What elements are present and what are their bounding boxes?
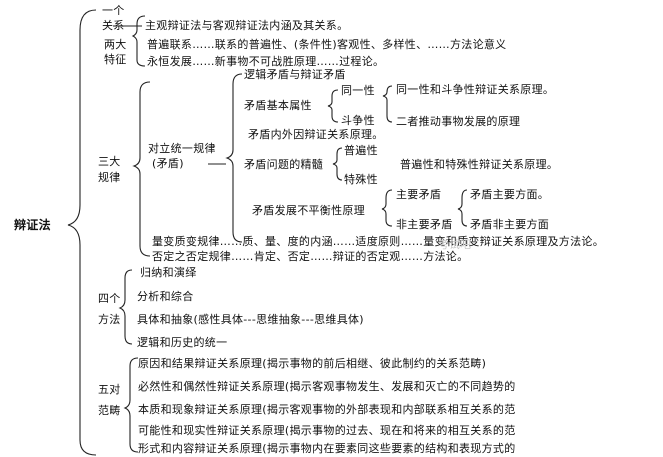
identity-brace — [382, 85, 393, 123]
main-contradiction: 主要矛盾 — [396, 188, 442, 201]
category-item: 必然性和偶然性辩证关系原理(揭示客观事物发生、发展和灭亡的不同趋势的 — [138, 380, 516, 393]
inner-outer-principle: 矛盾内外因辩证关系原理。 — [248, 128, 384, 141]
sec3-brace — [132, 81, 151, 257]
negation-law: 否定之否定规律……肯定、否定……辩证的否定观……方法论。 — [152, 250, 469, 263]
universal-special-desc: 普遍性和特殊性辩证关系原理。 — [400, 158, 559, 171]
uneven-brace — [381, 189, 393, 227]
sec1-label-top: 一个 — [102, 4, 125, 17]
sec5-brace — [123, 357, 139, 453]
law1-title: 对立统一规律 — [148, 142, 216, 155]
special-label: 特殊性 — [344, 173, 378, 186]
sec1-label-bottom: 关系 — [102, 19, 125, 32]
category-item: 原因和结果辩证关系原理(揭示事物的前后相继、彼此制约的关系范畴) — [138, 357, 487, 370]
sec2-label-top: 两大 — [104, 38, 127, 51]
minor-aspect: 矛盾非主要方面 — [470, 218, 550, 231]
sec2-line1: 普遍联系……联系的普遍性、(条件性)客观性、多样性、……方法论意义 — [147, 38, 507, 51]
sec4-brace — [118, 269, 133, 345]
method-item: 逻辑和历史的统一 — [137, 336, 228, 349]
attr-brace — [327, 89, 339, 123]
quantity-quality-law: 量变质变规律……质、量、度的内涵……适度原则……量变和质变辩证关系原理及方法论。 — [152, 235, 604, 248]
minor-contradiction: 非主要矛盾 — [396, 218, 453, 231]
law1-brace — [225, 73, 243, 243]
law1-subtitle: (矛盾) — [152, 157, 184, 170]
category-item: 形式和内容辩证关系原理(揭示事物内在要素同这些要素的结构和表现方式的 — [138, 442, 516, 455]
method-item: 归纳和演绎 — [140, 266, 197, 279]
logic-contradiction: 逻辑矛盾与辩证矛盾 — [244, 68, 346, 81]
sec1-text: 主观辩证法与客观辩证法内涵及其关系。 — [145, 19, 349, 32]
identity-label: 同一性 — [341, 84, 375, 97]
category-item: 可能性和现实性辩证关系原理(揭示事物的过去、现在和将来的相互关系的范 — [138, 424, 516, 437]
sec4-label-bottom: 方法 — [98, 313, 121, 326]
root-label: 辩证法 — [14, 218, 51, 232]
sec12-brace — [131, 15, 146, 67]
identity-desc: 同一性和斗争性辩证关系原理。 — [396, 83, 555, 96]
sec3-label-top: 三大 — [98, 155, 121, 168]
struggle-label: 斗争性 — [341, 114, 375, 127]
sec5-label-top: 五对 — [98, 383, 121, 396]
sec2-label-bottom: 特征 — [104, 53, 127, 66]
sec2-line2: 永恒发展……新事物不可战胜原理……过程论。 — [147, 55, 385, 68]
main-aspect: 矛盾主要方面。 — [470, 188, 550, 201]
category-item: 本质和现象辩证关系原理(揭示客观事物的外部表现和内部联系相互关系的范 — [138, 403, 516, 416]
uneven-principle: 矛盾发展不平衡性原理 — [252, 204, 365, 217]
sec5-label-bottom: 范畴 — [98, 404, 121, 417]
sec4-label-top: 四个 — [98, 292, 121, 305]
watermark: 考试吧 — [438, 238, 471, 251]
basic-attributes: 矛盾基本属性 — [244, 99, 312, 112]
universal-label: 普遍性 — [344, 144, 378, 157]
method-item: 分析和综合 — [137, 290, 194, 303]
struggle-desc: 二者推动事物发展的原理 — [396, 115, 521, 128]
root-brace — [67, 9, 97, 456]
aspect-brace — [457, 189, 468, 227]
sec3-label-bottom: 规律 — [98, 171, 121, 184]
essence-label: 矛盾问题的精髓 — [244, 158, 324, 171]
method-item: 具体和抽象(感性具体---思维抽象---思维具体) — [137, 313, 364, 326]
spec-brace — [332, 147, 343, 181]
